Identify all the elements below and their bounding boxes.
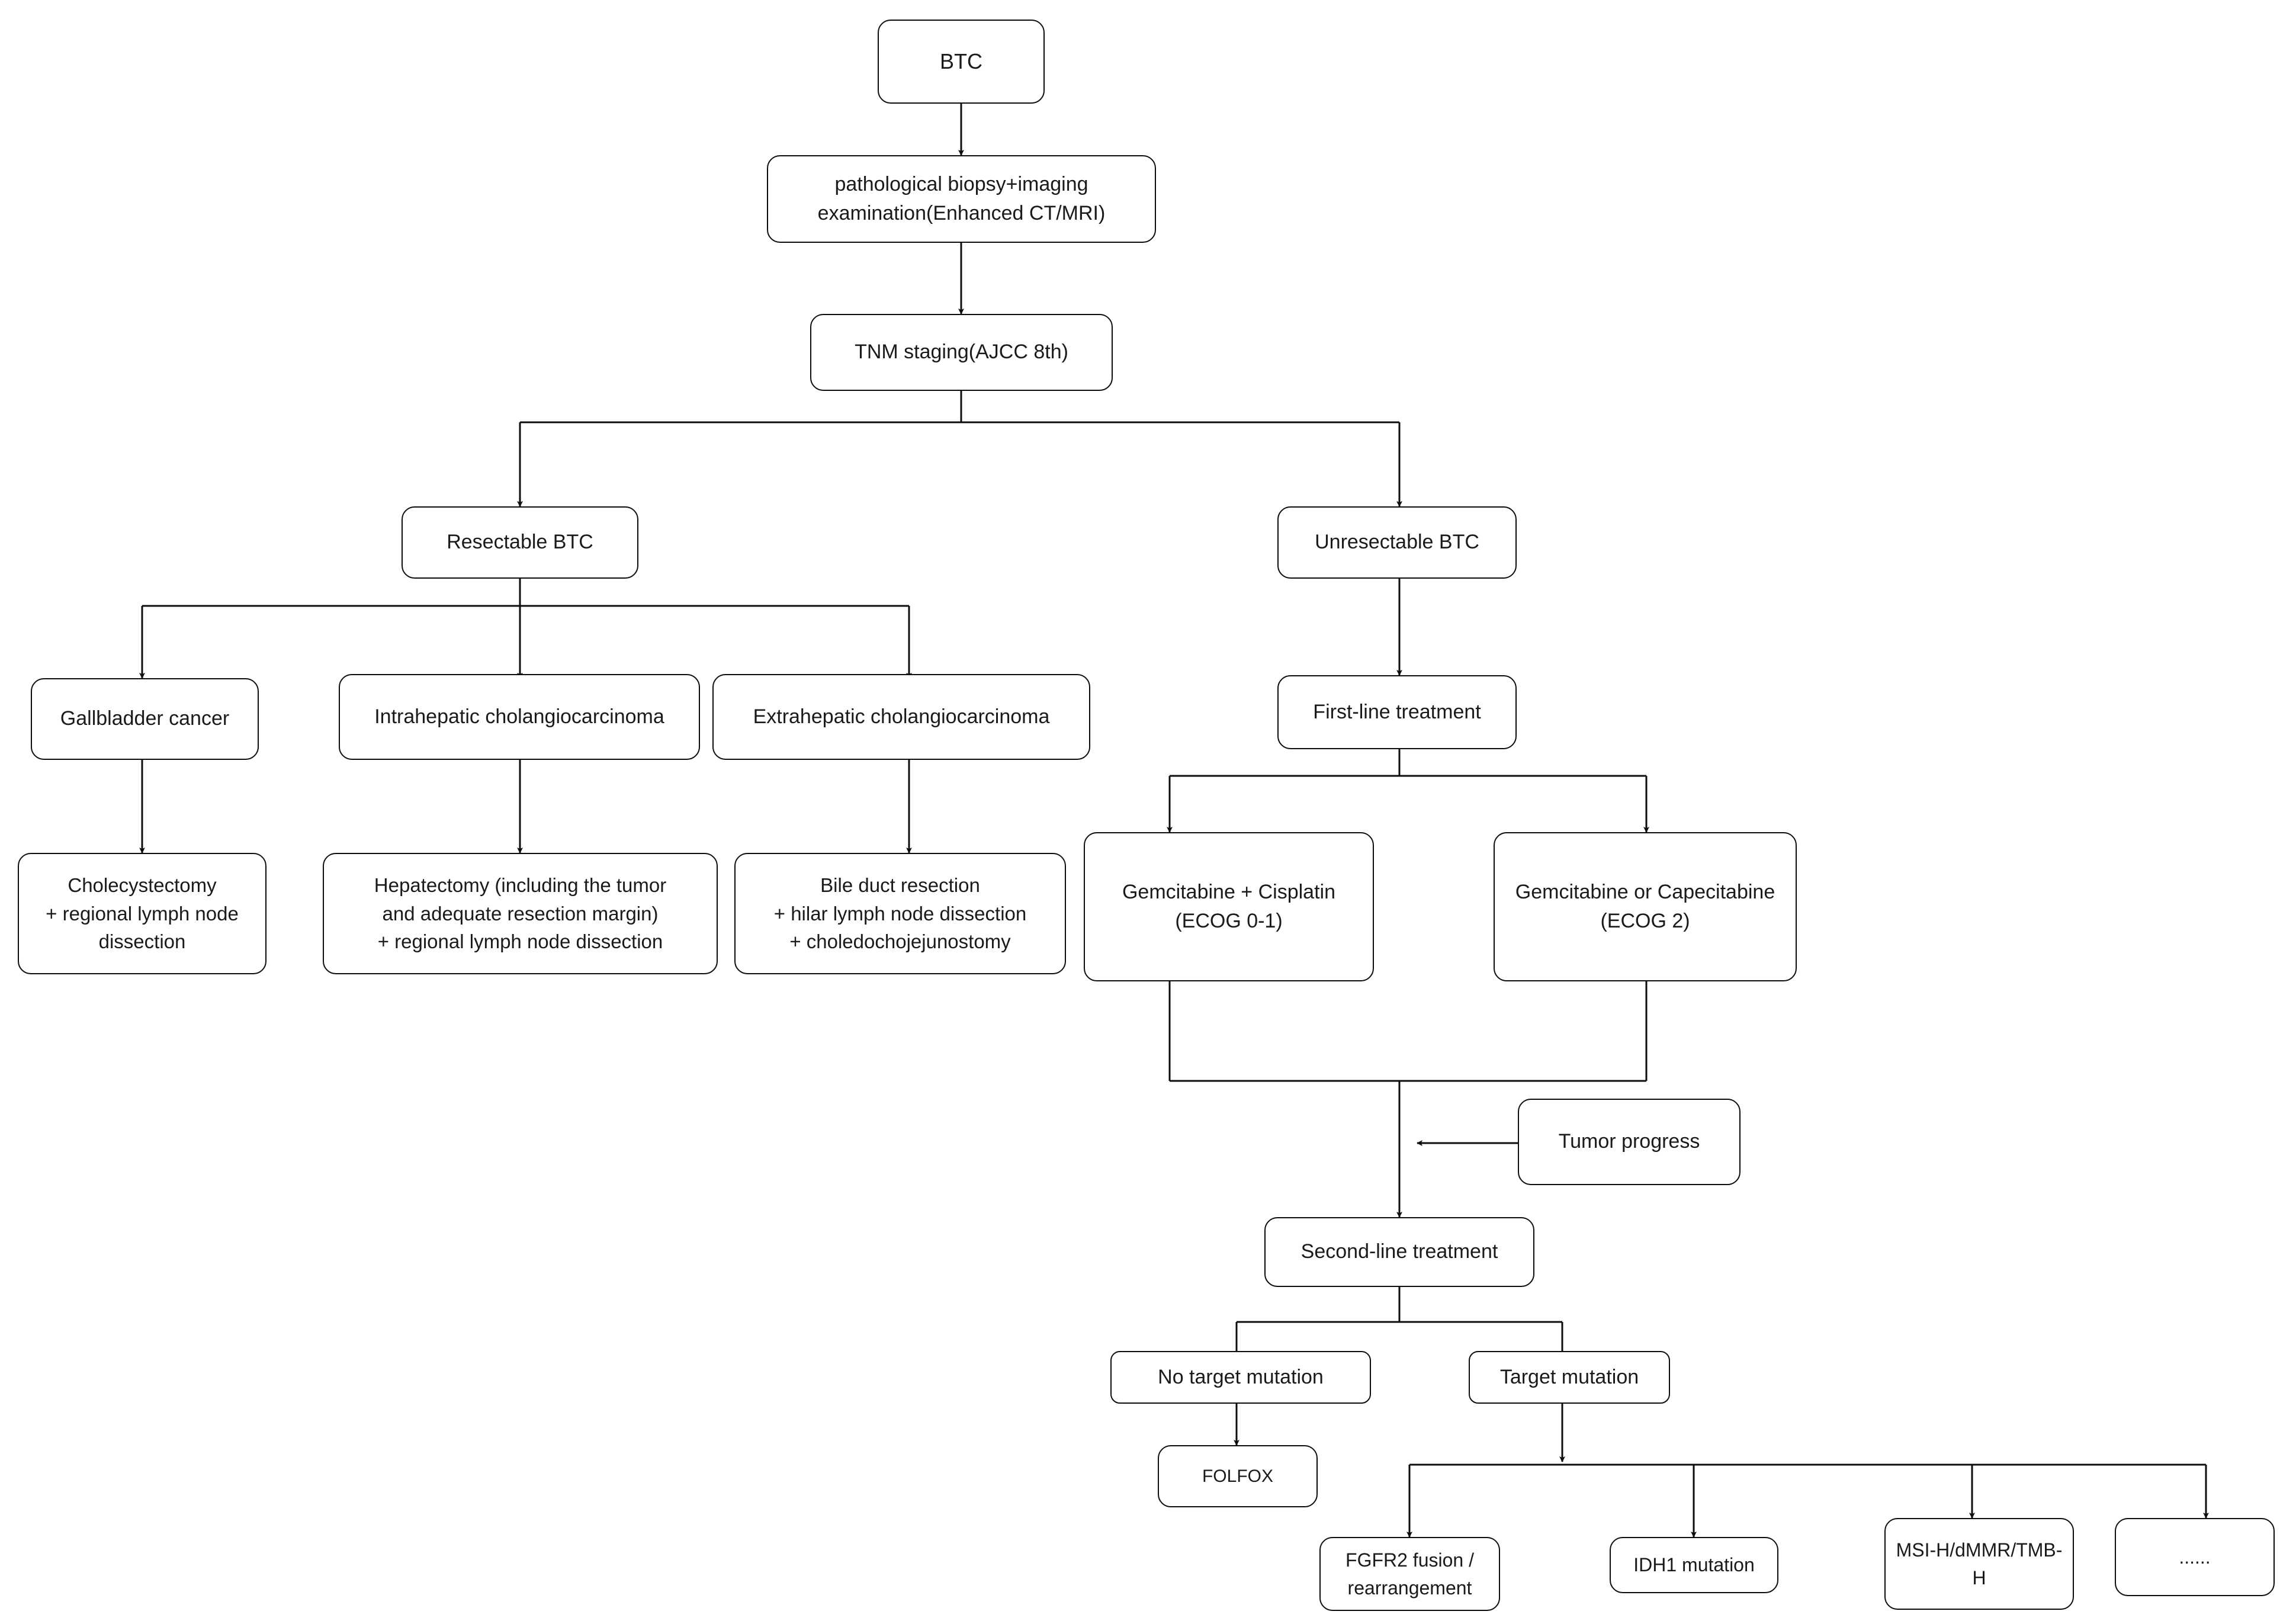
node-ellipsis[interactable]: ...... bbox=[2115, 1518, 2275, 1596]
node-gemcitabine-cisplatin-label: Gemcitabine + Cisplatin (ECOG 0-1) bbox=[1122, 880, 1335, 932]
node-cholecystectomy[interactable]: Cholecystectomy + regional lymph node di… bbox=[18, 853, 266, 974]
node-idh1-mutation[interactable]: IDH1 mutation bbox=[1610, 1537, 1778, 1593]
node-fgfr2-fusion-label: FGFR2 fusion / rearrangement bbox=[1346, 1549, 1474, 1599]
node-bile-duct-resection[interactable]: Bile duct resection + hilar lymph node d… bbox=[734, 853, 1066, 974]
node-bile-duct-resection-label: Bile duct resection + hilar lymph node d… bbox=[773, 874, 1027, 953]
node-workup-label: pathological biopsy+imaging examination(… bbox=[817, 172, 1106, 224]
node-workup[interactable]: pathological biopsy+imaging examination(… bbox=[767, 155, 1156, 243]
node-extrahepatic-cholangiocarcinoma[interactable]: Extrahepatic cholangiocarcinoma bbox=[712, 674, 1090, 760]
node-folfox[interactable]: FOLFOX bbox=[1158, 1445, 1318, 1507]
node-tnm-staging[interactable]: TNM staging(AJCC 8th) bbox=[810, 314, 1113, 391]
node-btc[interactable]: BTC bbox=[878, 20, 1045, 104]
node-msi-dmmr-tmb[interactable]: MSI-H/dMMR/TMB- H bbox=[1884, 1518, 2074, 1610]
node-tnm-staging-label: TNM staging(AJCC 8th) bbox=[855, 341, 1068, 364]
node-extrahepatic-cholangiocarcinoma-label: Extrahepatic cholangiocarcinoma bbox=[753, 705, 1050, 728]
node-fgfr2-fusion[interactable]: FGFR2 fusion / rearrangement bbox=[1319, 1537, 1500, 1611]
node-no-target-mutation-label: No target mutation bbox=[1158, 1365, 1324, 1388]
node-cholecystectomy-label: Cholecystectomy + regional lymph node di… bbox=[46, 874, 239, 953]
node-target-mutation-label: Target mutation bbox=[1499, 1365, 1639, 1388]
node-second-line-treatment-label: Second-line treatment bbox=[1300, 1240, 1498, 1263]
node-resectable-btc-label: Resectable BTC bbox=[447, 531, 593, 554]
node-second-line-treatment[interactable]: Second-line treatment bbox=[1264, 1217, 1534, 1287]
node-msi-dmmr-tmb-label: MSI-H/dMMR/TMB- H bbox=[1896, 1539, 2063, 1588]
node-btc-label: BTC bbox=[940, 49, 982, 73]
node-first-line-treatment-label: First-line treatment bbox=[1313, 700, 1481, 723]
node-ellipsis-label: ...... bbox=[2179, 1546, 2211, 1568]
node-resectable-btc[interactable]: Resectable BTC bbox=[402, 506, 638, 579]
node-tumor-progress-label: Tumor progress bbox=[1558, 1130, 1700, 1153]
node-first-line-treatment[interactable]: First-line treatment bbox=[1277, 675, 1517, 749]
node-hepatectomy-label: Hepatectomy (including the tumor and ade… bbox=[374, 874, 667, 953]
node-hepatectomy[interactable]: Hepatectomy (including the tumor and ade… bbox=[323, 853, 718, 974]
node-target-mutation[interactable]: Target mutation bbox=[1469, 1351, 1670, 1404]
node-folfox-label: FOLFOX bbox=[1202, 1466, 1273, 1486]
node-intrahepatic-cholangiocarcinoma[interactable]: Intrahepatic cholangiocarcinoma bbox=[339, 674, 700, 760]
node-gemcitabine-capecitabine[interactable]: Gemcitabine or Capecitabine (ECOG 2) bbox=[1494, 832, 1797, 981]
node-tumor-progress[interactable]: Tumor progress bbox=[1518, 1099, 1741, 1185]
node-gallbladder-cancer-label: Gallbladder cancer bbox=[60, 707, 230, 730]
node-no-target-mutation[interactable]: No target mutation bbox=[1110, 1351, 1371, 1404]
node-gallbladder-cancer[interactable]: Gallbladder cancer bbox=[31, 678, 259, 760]
node-unresectable-btc-label: Unresectable BTC bbox=[1315, 531, 1479, 554]
node-gemcitabine-cisplatin[interactable]: Gemcitabine + Cisplatin (ECOG 0-1) bbox=[1084, 832, 1374, 981]
node-intrahepatic-cholangiocarcinoma-label: Intrahepatic cholangiocarcinoma bbox=[374, 705, 664, 728]
node-idh1-mutation-label: IDH1 mutation bbox=[1633, 1554, 1755, 1576]
node-gemcitabine-capecitabine-label: Gemcitabine or Capecitabine (ECOG 2) bbox=[1515, 880, 1775, 932]
node-unresectable-btc[interactable]: Unresectable BTC bbox=[1277, 506, 1517, 579]
